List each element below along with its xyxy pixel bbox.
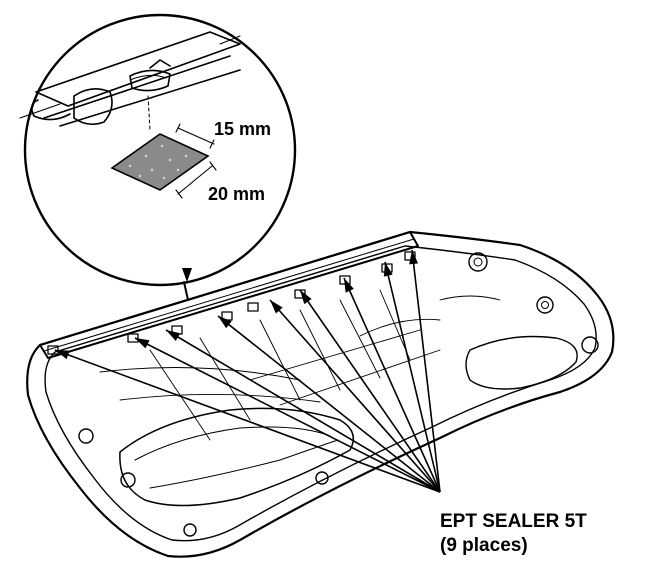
dimension-lines <box>175 123 217 199</box>
dim-width-label: 15 mm <box>214 119 271 139</box>
sealer-leader-line <box>269 299 441 493</box>
sealer-leader-line <box>54 349 441 493</box>
callout-circle <box>23 13 297 287</box>
sealer-leader-line <box>165 329 441 493</box>
panel-inner-rim <box>44 245 597 542</box>
sealer-arrowhead <box>409 250 419 265</box>
sealer-arrowhead <box>218 316 232 329</box>
sealer-arrows <box>54 249 441 493</box>
clip-boss <box>315 471 329 485</box>
sealer-arrowhead <box>135 338 150 349</box>
rail-details <box>19 35 241 119</box>
sealer-leader-line <box>343 277 441 493</box>
clip-boss <box>581 336 599 354</box>
sealer-label-line2: (9 places) <box>440 535 528 556</box>
callout-leader <box>183 281 189 301</box>
trim-rail <box>30 31 241 127</box>
sealer-arrowhead <box>270 300 283 314</box>
sealer-label-line1: EPT SEALER 5T <box>440 511 587 532</box>
sealer-arrowhead <box>166 330 181 341</box>
drop-line <box>147 95 151 131</box>
clip-boss <box>183 523 197 537</box>
panel-ribs <box>99 289 501 441</box>
sealer-leader-line <box>384 261 441 493</box>
armrest-pocket <box>119 407 355 507</box>
sealer-arrowhead <box>344 278 354 293</box>
sealer-arrowhead <box>55 350 70 360</box>
sealer-leader-line <box>411 249 441 493</box>
handle-recess <box>465 335 578 390</box>
clip-boss <box>120 472 136 488</box>
clip-boss <box>468 252 488 272</box>
sealer-leader-line <box>217 315 441 493</box>
detail-callout: 15 mm 20 mm <box>19 13 297 301</box>
sealer-pad-detail <box>110 133 210 191</box>
panel-outline <box>26 230 615 558</box>
pad-stipple <box>128 144 188 180</box>
door-panel <box>26 230 615 558</box>
sealer-leader-line <box>299 289 441 493</box>
top-edge-strip <box>39 231 419 359</box>
sealer-arrowhead <box>300 290 312 305</box>
sealer-arrowhead <box>383 262 393 277</box>
clip-boss <box>536 296 554 314</box>
dim-height-label: 20 mm <box>208 184 265 204</box>
sealer-leader-line <box>134 337 441 493</box>
clip-boss <box>78 428 94 444</box>
